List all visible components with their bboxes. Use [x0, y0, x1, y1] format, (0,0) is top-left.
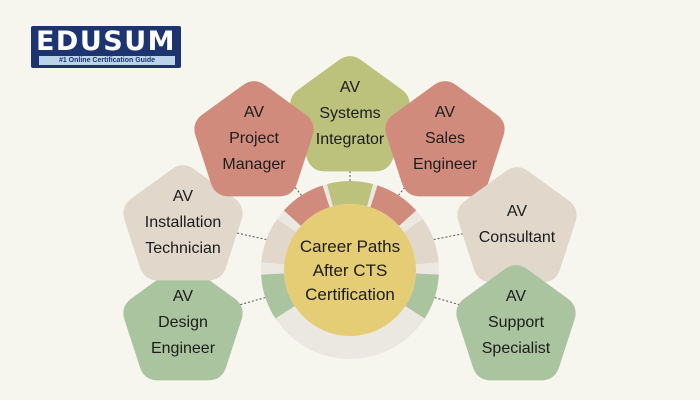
career-node-label-line: AV	[435, 104, 455, 121]
center-label-line: Career Paths	[300, 237, 400, 256]
pentagon-shape	[194, 81, 314, 197]
career-node-label-line: AV	[340, 79, 360, 96]
career-node-label-line: Sales	[425, 130, 465, 147]
career-node-label-line: Installation	[145, 214, 222, 231]
pentagon-shape	[123, 265, 243, 381]
career-node-label-line: Design	[158, 314, 208, 331]
career-node-label-line: AV	[506, 288, 526, 305]
pentagon-shape	[123, 165, 243, 281]
ring-segment-design-engineer	[261, 273, 295, 319]
logo-tagline: #1 Online Certification Guide	[39, 56, 175, 65]
career-node-label-line: Engineer	[151, 340, 216, 357]
ring-segment-systems-integrator	[326, 181, 374, 207]
career-node-label-line: Manager	[222, 156, 286, 173]
career-node-label-line: Project	[229, 130, 279, 147]
pentagon-shape	[456, 265, 576, 381]
edusum-logo: EDUSUM #1 Online Certification Guide	[31, 26, 181, 68]
career-node-consultant: AV Consultant	[457, 167, 577, 283]
career-node-label-line: Support	[488, 314, 545, 331]
center-hub	[284, 204, 416, 336]
career-node-label-line: Integrator	[316, 131, 385, 148]
pentagon-shape	[290, 56, 410, 172]
career-node-label-line: Consultant	[479, 229, 556, 246]
pentagon-shape	[457, 167, 577, 283]
ring-segment-sales-engineer	[370, 185, 417, 226]
logo-title: EDUSUM	[35, 26, 177, 57]
ring-segment-consultant	[404, 218, 439, 265]
pentagon-shape	[385, 81, 505, 197]
career-node-label-line: Specialist	[482, 340, 551, 357]
center-label-line: Certification	[305, 285, 395, 304]
ring-segment-project-manager	[283, 185, 330, 226]
career-node-label: AV Consultant	[479, 203, 556, 246]
ring-segment-support-specialist	[405, 273, 439, 319]
center-label-line: After CTS	[313, 261, 388, 280]
career-node-label-line: AV	[173, 288, 193, 305]
career-node-label-line: AV	[244, 104, 264, 121]
career-node-label-line: Systems	[319, 105, 380, 122]
career-node-label-line: Technician	[145, 240, 221, 257]
ring-segment-installation-technician	[261, 218, 296, 265]
career-node-label-line: AV	[507, 203, 527, 220]
career-node-label-line: AV	[173, 188, 193, 205]
career-node-label-line: Engineer	[413, 156, 478, 173]
